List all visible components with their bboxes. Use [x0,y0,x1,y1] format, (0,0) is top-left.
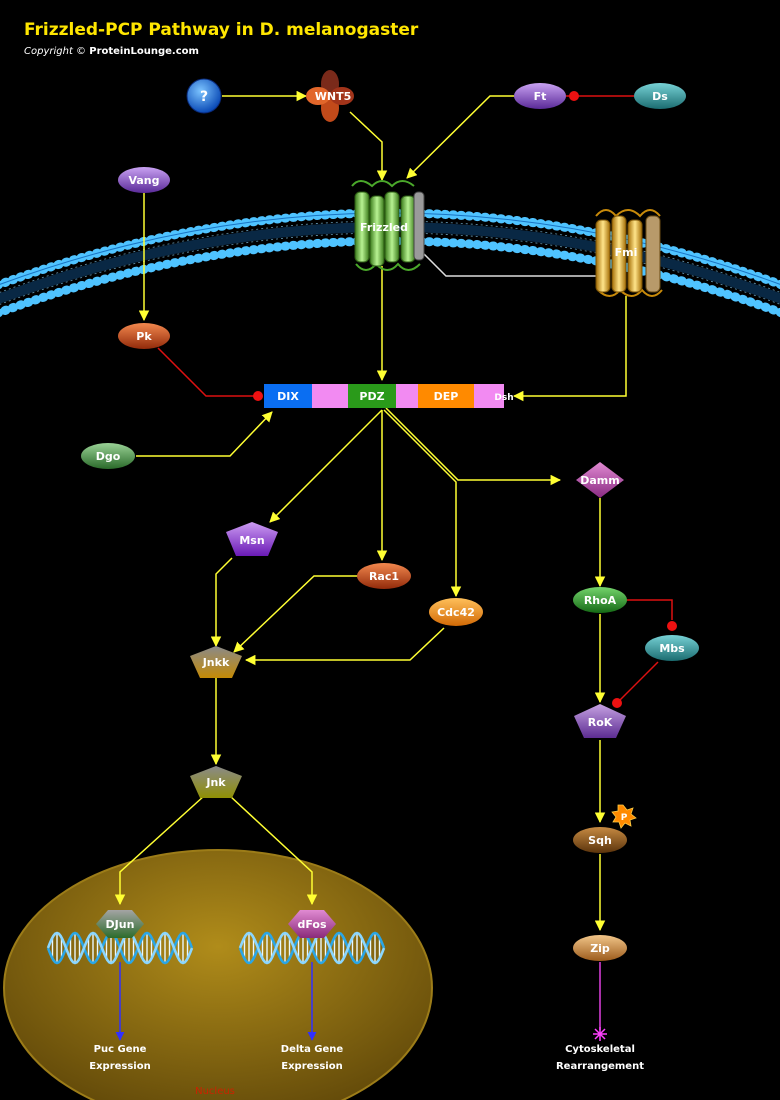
rok-label: RoK [588,716,613,729]
sqh-node[interactable]: Sqh [573,827,627,853]
dsh-protein[interactable]: DIX PDZ DEP Dsh [264,384,514,408]
puc-expression-line2: Expression [89,1061,150,1072]
cytoskeletal-line1: Cytoskeletal [565,1044,635,1055]
edge-jnk-dfos [229,795,318,906]
edge-rhoa-mbs [626,599,673,620]
edge-frizzled-fmi [421,251,602,277]
edge-ft-frizzled [406,95,514,179]
zip-label: Zip [590,942,610,955]
edge-mbs-rok [619,661,659,701]
cytoskeletal-line2: Rearrangement [556,1061,644,1072]
inhibit-dot-mbs-rok [612,698,622,708]
vang-label: Vang [128,174,159,187]
mbs-label: Mbs [659,642,685,655]
dfos-label: dFos [297,918,326,931]
rac1-node[interactable]: Rac1 [357,563,411,589]
ft-node[interactable]: Ft [514,83,566,109]
edges [114,90,677,1041]
dgo-label: Dgo [96,450,121,463]
cytoskeleton-star-icon [593,1027,607,1041]
cdc42-label: Cdc42 [437,606,475,619]
vang-node[interactable]: Vang [118,167,170,193]
fmi-receptor[interactable]: Fmi [595,209,663,297]
jnk-node[interactable]: Jnk [190,766,242,798]
djun-node[interactable]: DJun [96,910,144,938]
edge-pk-dsh [157,347,256,397]
fmi-label: Fmi [615,246,638,259]
edge-dsh-cdc42 [383,409,462,598]
frizzled-label: Frizzled [360,221,408,234]
copyright-notice: Copyright © ProteinLounge.com [24,46,199,57]
pk-label: Pk [136,330,152,343]
copyright-prefix: Copyright © [24,46,87,57]
phosphate-label: P [621,813,628,823]
dsh-pdz-domain [348,384,396,408]
msn-node[interactable]: Msn [226,522,278,556]
ds-node[interactable]: Ds [634,83,686,109]
edge-dsh-damm [385,407,562,486]
nucleus-label: Nucleus [195,1086,235,1097]
jnkk-label: Jnkk [202,656,230,669]
phosphate-icon: P [611,804,637,829]
dsh-dix-domain [264,384,312,408]
wnt5-node[interactable]: WNT5 [306,70,354,122]
edge-msn-jnkk [210,557,233,648]
dsh-dep-label: DEP [434,390,459,403]
dfos-node[interactable]: dFos [288,910,336,938]
ds-label: Ds [652,90,668,103]
msn-label: Msn [239,534,264,547]
dsh-label: Dsh [494,393,513,403]
dna-strand [46,931,194,965]
rhoa-node[interactable]: RhoA [573,587,627,613]
cdc42-node[interactable]: Cdc42 [429,598,483,626]
jnk-label: Jnk [205,776,226,789]
nucleus: Nucleus [3,849,433,1100]
damm-node[interactable]: Damm [576,462,624,498]
puc-expression-line1: Puc Gene [94,1044,147,1055]
wnt5-label: WNT5 [315,90,352,103]
copyright-name: ProteinLounge.com [89,46,199,57]
sqh-label: Sqh [588,834,612,847]
edge-fmi-dsh [512,296,627,402]
jnkk-node[interactable]: Jnkk [190,646,242,678]
edge-rac1-jnkk [233,575,358,653]
inhibit-dot-pk-dsh [253,391,263,401]
dsh-dix-label: DIX [277,390,299,403]
ft-label: Ft [534,90,547,103]
rac1-label: Rac1 [369,570,399,583]
edge-jnk-djun [114,795,205,906]
unknown-label: ? [200,89,208,105]
dgo-node[interactable]: Dgo [81,443,135,469]
frizzled-receptor[interactable]: Frizzled [351,180,425,271]
edge-dgo-dsh [136,411,273,457]
rok-node[interactable]: RoK [574,704,626,738]
dsh-pdz-label: PDZ [359,390,384,403]
dna-helix-right [238,931,386,965]
inhibit-dot-rhoa-mbs [667,621,677,631]
dna-helix-left [46,931,194,965]
zip-node[interactable]: Zip [573,935,627,961]
pk-node[interactable]: Pk [118,323,170,349]
mbs-node[interactable]: Mbs [645,635,699,661]
rhoa-label: RhoA [584,594,617,607]
edge-dsh-msn [269,409,383,523]
inhibit-dot-ft-ds [569,91,579,101]
delta-expression-line1: Delta Gene [281,1044,344,1055]
dsh-dep-domain [418,384,474,408]
djun-label: DJun [106,918,135,931]
edge-wnt5-frizzled [349,111,388,182]
damm-label: Damm [580,474,619,487]
unknown-node[interactable]: ? [186,78,222,114]
dna-strand [238,931,386,965]
page-title: Frizzled-PCP Pathway in D. melanogaster [24,20,419,40]
edge-cdc42-jnkk [244,627,445,666]
delta-expression-line2: Expression [281,1061,342,1072]
